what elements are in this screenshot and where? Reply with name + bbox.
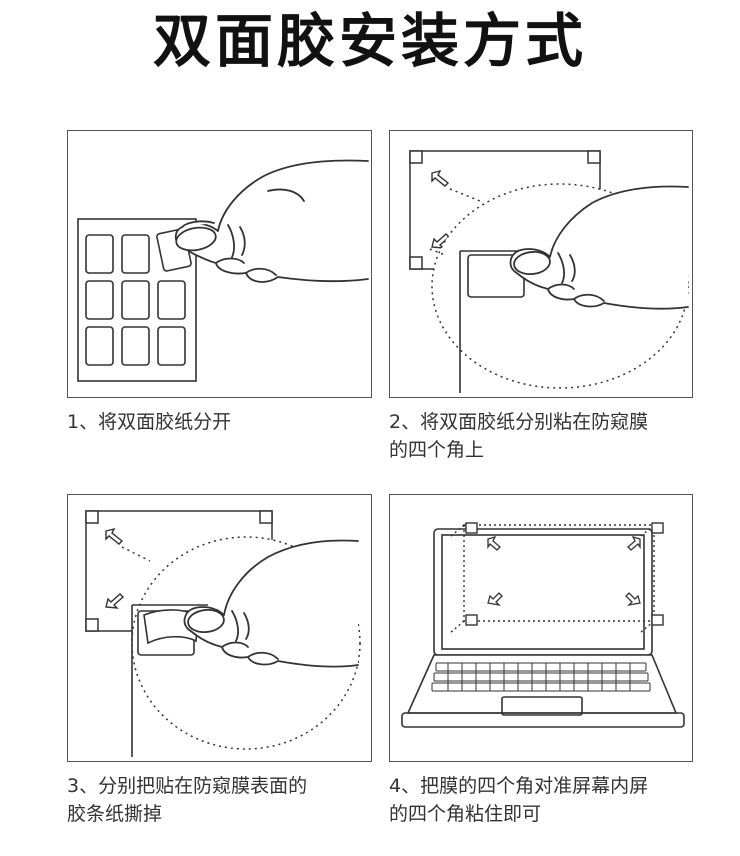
page-title: 双面胶安装方式 xyxy=(152,7,587,75)
touchpad-icon xyxy=(501,696,583,716)
step-3-caption: 3、分别把贴在防窥膜表面的 胶条纸撕掉 xyxy=(67,772,397,828)
step-2-caption-line1: 2、将双面胶纸分别粘在防窥膜 xyxy=(389,411,649,433)
hand-icon xyxy=(174,159,369,283)
step-4-svg xyxy=(401,522,685,728)
step-4-caption-line2: 的四个角粘住即可 xyxy=(389,803,542,825)
arrow-icon xyxy=(487,535,641,607)
step-4-illustration xyxy=(389,494,693,762)
arrow-icon xyxy=(105,527,125,609)
step-1-caption-line1: 1、将双面胶纸分开 xyxy=(67,411,232,433)
keyboard-icon xyxy=(431,662,651,692)
step-3-illustration xyxy=(67,494,372,762)
step-3-caption-line1: 3、分别把贴在防窥膜表面的 xyxy=(67,775,308,797)
step-2-svg xyxy=(409,150,689,393)
step-1-illustration xyxy=(67,130,372,398)
step-3-svg xyxy=(85,510,361,757)
hand-icon xyxy=(509,185,689,310)
arrow-icon xyxy=(431,169,451,249)
laptop-icon xyxy=(401,528,685,728)
step-3-caption-line2: 胶条纸撕掉 xyxy=(67,803,163,825)
step-4-caption: 4、把膜的四个角对准屏幕内屏 的四个角粘住即可 xyxy=(389,772,729,828)
step-2-illustration xyxy=(389,130,693,398)
hand-icon xyxy=(183,539,359,668)
step-1-caption: 1、将双面胶纸分开 xyxy=(67,408,372,436)
step-2-caption-line2: 的四个角上 xyxy=(389,439,485,461)
step-2-caption: 2、将双面胶纸分别粘在防窥膜 的四个角上 xyxy=(389,408,719,464)
step-4-caption-line1: 4、把膜的四个角对准屏幕内屏 xyxy=(389,775,649,797)
step-1-svg xyxy=(77,159,369,382)
